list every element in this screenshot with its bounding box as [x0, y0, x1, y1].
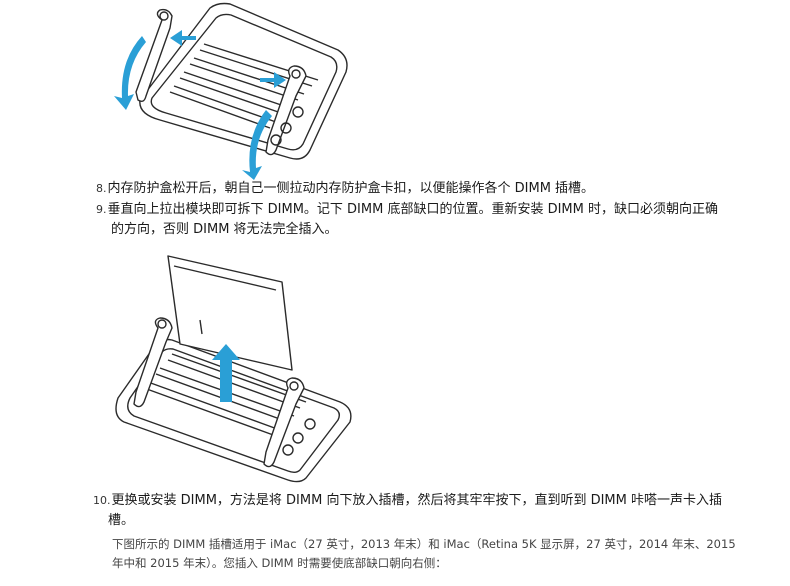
- step-9: 9.垂直向上拉出模块即可拆下 DIMM。记下 DIMM 底部缺口的位置。重新安装…: [96, 200, 776, 240]
- step-text-line1: 垂直向上拉出模块即可拆下 DIMM。记下 DIMM 底部缺口的位置。重新安装 D…: [107, 202, 719, 217]
- note-line2: 年中和 2015 年末）。您插入 DIMM 时需要使底部缺口朝向右侧：: [112, 556, 447, 570]
- arrow-open-icon: [114, 30, 286, 180]
- step-10: 10.更换或安装 DIMM，方法是将 DIMM 向下放入插槽，然后将其牢牢按下，…: [93, 491, 783, 531]
- note-line1: 下图所示的 DIMM 插槽适用于 iMac（27 英寸，2013 年末）和 iM…: [112, 537, 736, 551]
- step-8: 8.内存防护盒松开后，朝自己一侧拉动内存防护盒卡扣，以便能操作各个 DIMM 插…: [96, 179, 776, 199]
- step-text-line2: 槽。: [108, 513, 135, 528]
- step-number: 9.: [96, 203, 107, 216]
- step-text: 内存防护盒松开后，朝自己一侧拉动内存防护盒卡扣，以便能操作各个 DIMM 插槽。: [107, 181, 595, 196]
- step-number: 8.: [96, 182, 107, 195]
- step-text-line1: 更换或安装 DIMM，方法是将 DIMM 向下放入插槽，然后将其牢牢按下，直到听…: [111, 493, 723, 508]
- arrow-up-icon: [212, 344, 240, 402]
- memory-cage-open-illustration: [114, 2, 348, 180]
- dimm-removal-illustration: [115, 255, 352, 483]
- step-text-line2: 的方向，否则 DIMM 将无法完全插入。: [111, 222, 338, 237]
- slot-note: 下图所示的 DIMM 插槽适用于 iMac（27 英寸，2013 年末）和 iM…: [112, 535, 772, 573]
- step-number: 10.: [93, 494, 111, 507]
